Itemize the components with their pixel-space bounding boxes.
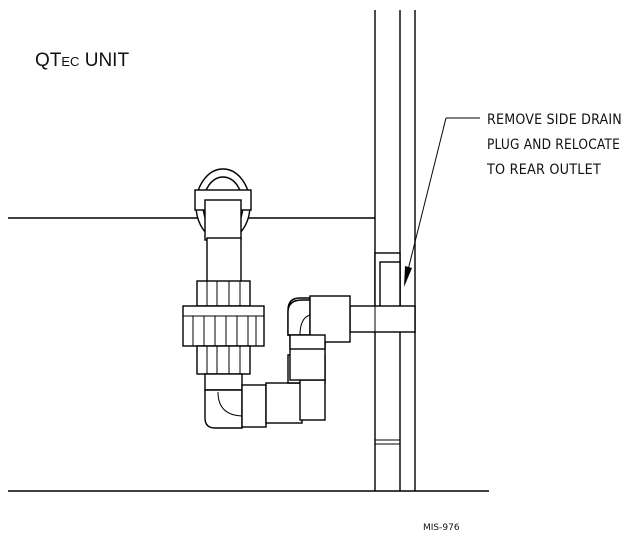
unit-title-prefix: QT <box>35 50 62 71</box>
rear-outlet-pipe <box>349 305 416 333</box>
side-drain-plug <box>374 252 401 314</box>
upper-elbow <box>287 295 351 350</box>
unit-title-suffix: UNIT <box>79 50 129 71</box>
callout-line-3: TO REAR OUTLET <box>486 162 601 178</box>
unit-title-small-caps: EC <box>61 54 79 69</box>
callout-line-2: PLUG AND RELOCATE <box>487 137 620 153</box>
drain-cap <box>194 168 252 242</box>
unit-title: QTEC UNIT <box>35 50 129 71</box>
lower-left-elbow <box>204 373 267 429</box>
union-fitting <box>182 280 265 375</box>
callout-leader <box>404 117 480 287</box>
callout-line-1: REMOVE SIDE DRAIN <box>487 112 622 128</box>
wall-frame <box>374 10 416 491</box>
vertical-pipe <box>206 237 242 284</box>
drawing-number: MIS-976 <box>423 523 460 533</box>
